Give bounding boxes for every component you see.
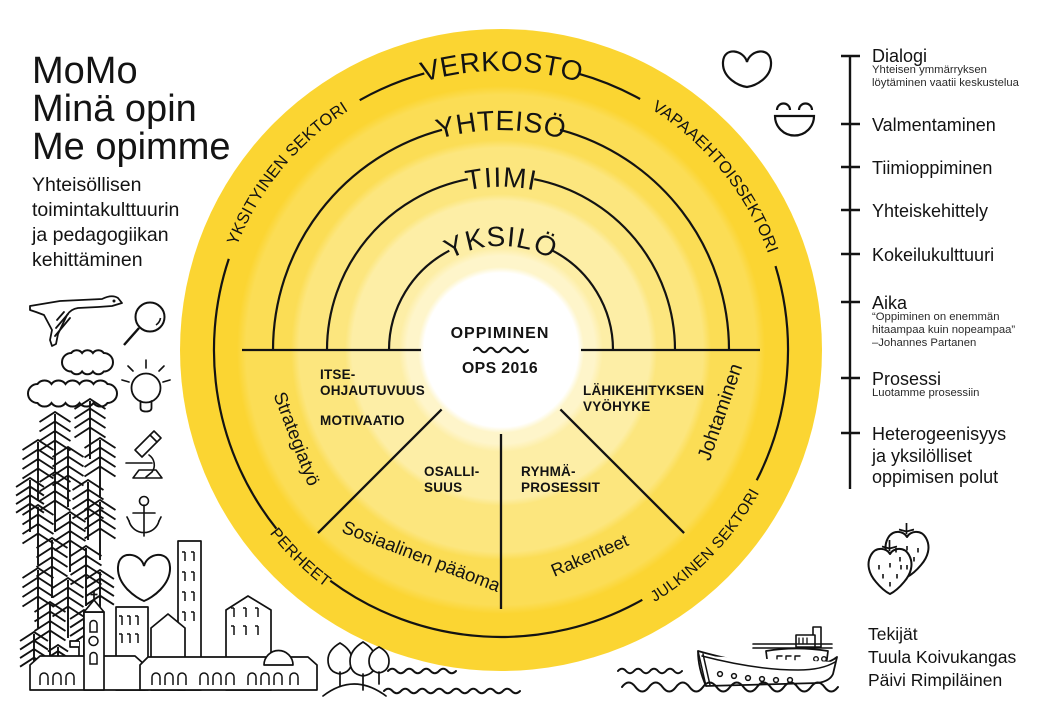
svg-text:SUUS: SUUS	[424, 480, 462, 495]
svg-text:MOTIVAATIO: MOTIVAATIO	[320, 413, 405, 428]
svg-text:VYÖHYKE: VYÖHYKE	[583, 399, 650, 414]
svg-text:TIIMI: TIIMI	[463, 161, 540, 196]
svg-text:RYHMÄ-: RYHMÄ-	[521, 464, 576, 479]
svg-text:OPPIMINEN: OPPIMINEN	[451, 325, 550, 342]
svg-text:ITSE-: ITSE-	[320, 367, 356, 382]
svg-text:OHJAUTUVUUS: OHJAUTUVUUS	[320, 383, 425, 398]
svg-text:LÄHIKEHITYKSEN: LÄHIKEHITYKSEN	[583, 383, 704, 398]
svg-text:PROSESSIT: PROSESSIT	[521, 480, 601, 495]
svg-text:OPS 2016: OPS 2016	[462, 360, 538, 377]
svg-text:OSALLI-: OSALLI-	[424, 464, 479, 479]
